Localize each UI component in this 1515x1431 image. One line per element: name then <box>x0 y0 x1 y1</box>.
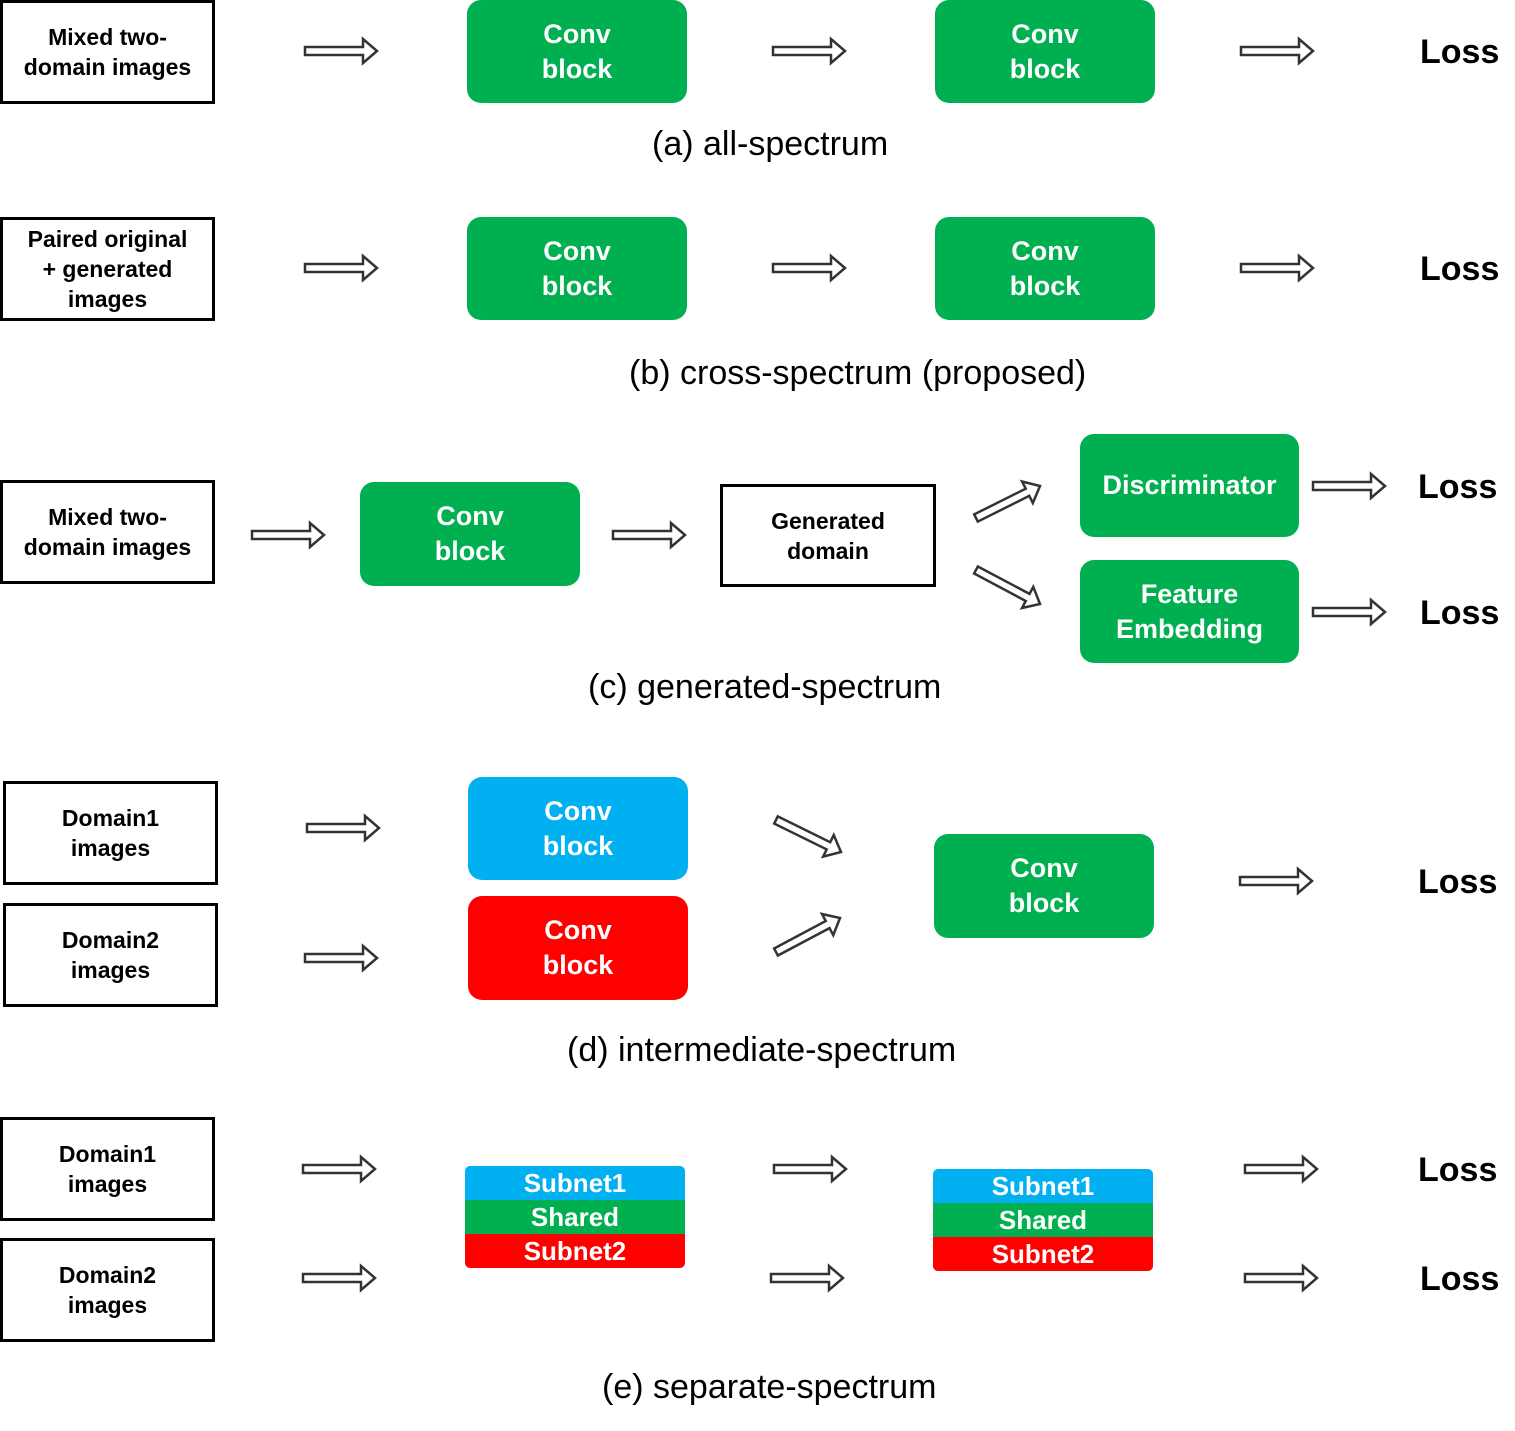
row-c-feature-embedding-block: Feature Embedding <box>1080 560 1299 663</box>
hollow-right-arrow-icon <box>1239 253 1315 283</box>
hollow-up-right-arrow-icon <box>972 479 1042 524</box>
row-c-discriminator-block: Discriminator <box>1080 434 1299 537</box>
row-d-input-1-label: Domain1 images <box>61 805 160 861</box>
hollow-right-arrow-icon <box>303 36 379 66</box>
row-c-input-label: Mixed two- domain images <box>23 504 192 560</box>
row-d-loss: Loss <box>1418 863 1498 901</box>
row-e-input-1-label: Domain1 images <box>58 1141 157 1197</box>
row-c-loss-2: Loss <box>1420 594 1500 632</box>
row-a-caption: (a) all-spectrum <box>652 125 889 163</box>
hollow-right-arrow-icon <box>301 1154 377 1184</box>
row-e-subnet-stack-1: Subnet1 Shared Subnet2 <box>465 1166 685 1268</box>
hollow-right-arrow-icon <box>250 520 326 550</box>
hollow-right-arrow-icon <box>305 813 381 843</box>
hollow-right-arrow-icon <box>771 36 847 66</box>
row-a-input-label: Mixed two- domain images <box>23 24 192 80</box>
row-d-conv-block-domain1-label: Conv block <box>542 795 614 861</box>
hollow-right-arrow-icon <box>1239 36 1315 66</box>
row-d-input-2-box: Domain2 images <box>3 903 218 1007</box>
row-c-conv-block-label: Conv block <box>434 501 506 566</box>
row-a-conv-block-2-label: Conv block <box>1009 18 1081 84</box>
hollow-up-right-arrow-icon <box>772 912 842 958</box>
row-b-caption: (b) cross-spectrum (proposed) <box>629 354 1087 392</box>
row-a-input-box: Mixed two- domain images <box>0 0 215 104</box>
row-d-caption: (d) intermediate-spectrum <box>567 1031 957 1069</box>
row-e-input-2-label: Domain2 images <box>58 1262 157 1318</box>
hollow-right-arrow-icon <box>1311 471 1387 501</box>
row-e-loss-2: Loss <box>1420 1260 1500 1298</box>
hollow-right-arrow-icon <box>771 253 847 283</box>
row-e-stack-2-shared: Shared <box>933 1203 1153 1237</box>
row-d-conv-block-shared-label: Conv block <box>1008 853 1080 918</box>
row-c-loss-1: Loss <box>1418 468 1498 506</box>
row-a-conv-block-1: Conv block <box>467 0 687 103</box>
row-b-input-box: Paired original + generated images <box>0 217 215 321</box>
row-e-stack-1-shared: Shared <box>465 1200 685 1234</box>
row-e-stack-2-subnet2: Subnet2 <box>933 1237 1153 1271</box>
row-c-conv-block: Conv block <box>360 482 580 586</box>
row-b-loss: Loss <box>1420 250 1500 288</box>
hollow-right-arrow-icon <box>1243 1263 1319 1293</box>
hollow-right-arrow-icon <box>303 253 379 283</box>
hollow-right-arrow-icon <box>1238 866 1314 896</box>
row-e-stack-1-subnet2: Subnet2 <box>465 1234 685 1268</box>
row-d-conv-block-shared: Conv block <box>934 834 1154 938</box>
row-d-input-1-box: Domain1 images <box>3 781 218 885</box>
row-e-stack-1-subnet1: Subnet1 <box>465 1166 685 1200</box>
row-a-loss: Loss <box>1420 33 1500 71</box>
row-c-caption: (c) generated-spectrum <box>588 668 942 706</box>
row-a-conv-block-2: Conv block <box>935 0 1155 103</box>
hollow-right-arrow-icon <box>1243 1154 1319 1184</box>
row-e-caption: (e) separate-spectrum <box>602 1368 937 1406</box>
row-b-conv-block-1-label: Conv block <box>541 235 613 301</box>
row-b-input-label: Paired original + generated images <box>27 226 188 312</box>
hollow-right-arrow-icon <box>303 943 379 973</box>
row-d-conv-block-domain2-label: Conv block <box>542 915 614 980</box>
hollow-right-arrow-icon <box>301 1263 377 1293</box>
row-c-generated-domain-box: Generated domain <box>720 484 936 587</box>
row-c-generated-domain-label: Generated domain <box>771 507 885 564</box>
hollow-down-right-arrow-icon <box>772 814 843 859</box>
hollow-right-arrow-icon <box>772 1154 848 1184</box>
hollow-right-arrow-icon <box>769 1263 845 1293</box>
hollow-right-arrow-icon <box>1311 597 1387 627</box>
row-b-conv-block-2-label: Conv block <box>1009 235 1081 301</box>
row-c-input-box: Mixed two- domain images <box>0 480 215 584</box>
row-e-stack-2-subnet1: Subnet1 <box>933 1169 1153 1203</box>
row-c-feature-embedding-label: Feature Embedding <box>1116 578 1263 644</box>
row-d-conv-block-domain1: Conv block <box>468 777 688 880</box>
row-e-input-1-box: Domain1 images <box>0 1117 215 1221</box>
hollow-right-arrow-icon <box>611 520 687 550</box>
row-e-loss-1: Loss <box>1418 1151 1498 1189</box>
row-e-subnet-stack-2: Subnet1 Shared Subnet2 <box>933 1169 1153 1271</box>
hollow-down-right-arrow-icon <box>972 564 1042 610</box>
row-e-input-2-box: Domain2 images <box>0 1238 215 1342</box>
row-c-discriminator-label: Discriminator <box>1102 470 1277 500</box>
row-d-input-2-label: Domain2 images <box>61 927 160 983</box>
row-b-conv-block-2: Conv block <box>935 217 1155 320</box>
row-d-conv-block-domain2: Conv block <box>468 896 688 1000</box>
row-a-conv-block-1-label: Conv block <box>541 18 613 84</box>
row-b-conv-block-1: Conv block <box>467 217 687 320</box>
